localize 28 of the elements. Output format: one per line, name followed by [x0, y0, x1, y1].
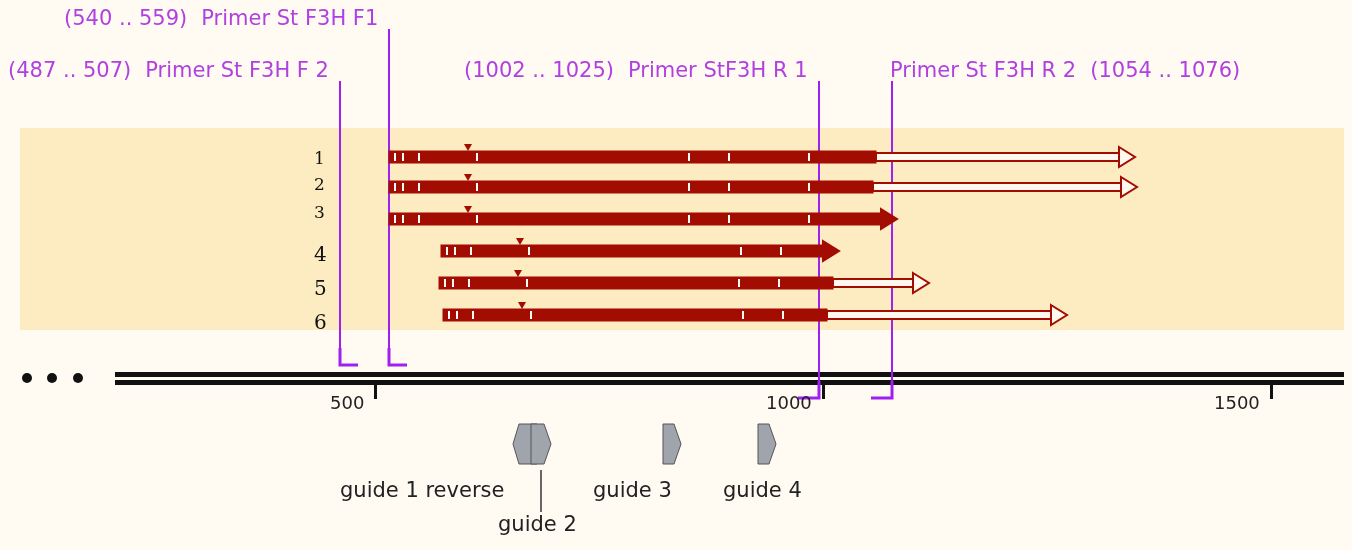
- leader-line: [339, 80, 341, 349]
- primer-label: (1054 .. 1076): [1090, 58, 1241, 82]
- guide-label: guide 1 reverse: [340, 478, 505, 502]
- leader-line: [388, 28, 390, 349]
- tick-label: 500: [330, 392, 365, 413]
- guide-label: guide 2: [498, 512, 577, 536]
- tick-label: 1000: [766, 392, 812, 413]
- guide-label: guide 4: [723, 478, 802, 502]
- primer-label: Primer St F3H F 2: [145, 58, 329, 82]
- leader-line: [540, 469, 542, 513]
- row-number: 6: [314, 310, 327, 334]
- primer-label: Primer StF3H R 1: [628, 58, 808, 82]
- row-number: 1: [314, 148, 325, 168]
- row-number: 4: [314, 242, 327, 266]
- primer-label: Primer St F3H R 2: [890, 58, 1077, 82]
- row-number: 3: [314, 202, 325, 222]
- row-number: 5: [314, 276, 327, 300]
- primer-label: Primer St F3H F1: [201, 6, 379, 30]
- primer-site-mark: [869, 381, 891, 401]
- primer-label: (1002 .. 1025): [464, 58, 614, 82]
- row-number: 2: [314, 174, 325, 194]
- primer-site-mark: [387, 348, 409, 368]
- primer-label: (487 .. 507): [8, 58, 132, 82]
- leader-line: [891, 80, 893, 382]
- primer-site-mark: [338, 348, 360, 368]
- guide-label: guide 3: [593, 478, 672, 502]
- primer-label: (540 .. 559): [64, 6, 188, 30]
- tick-label: 1500: [1214, 392, 1260, 413]
